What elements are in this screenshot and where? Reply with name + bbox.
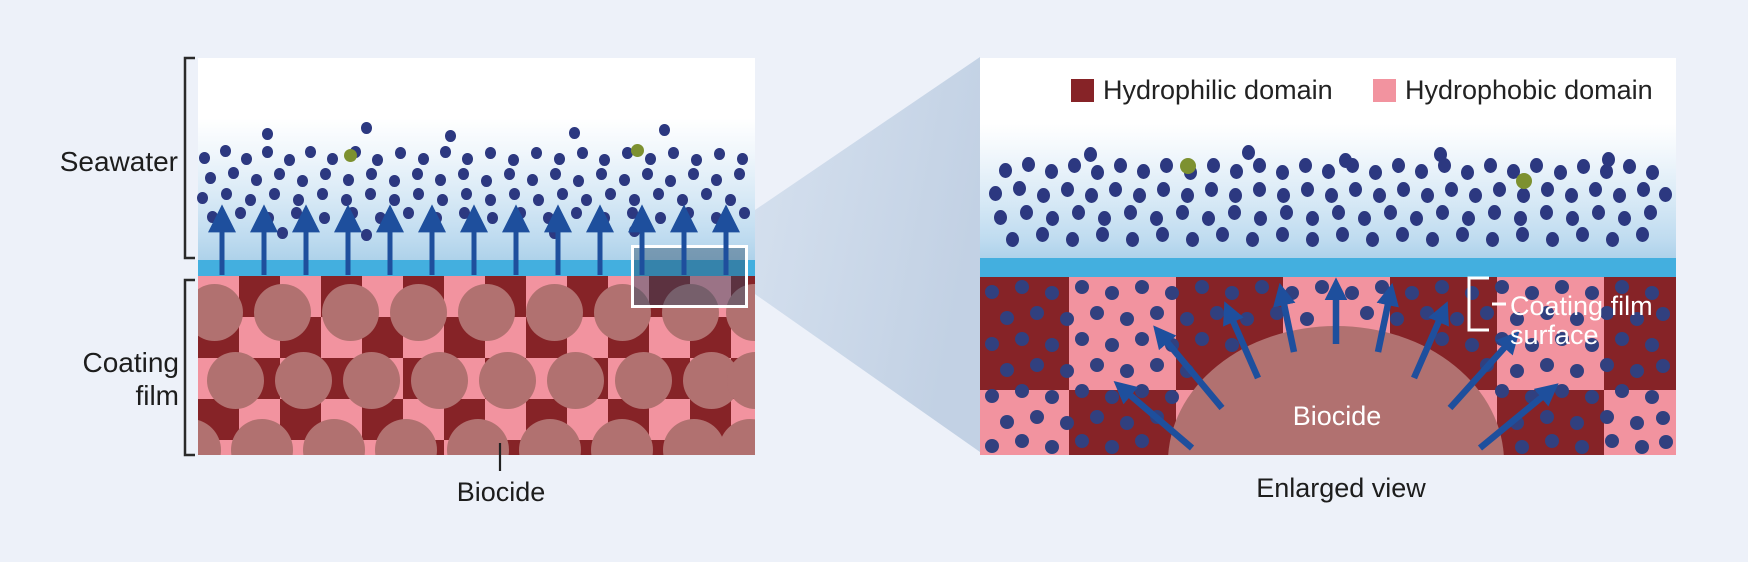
biocide-particle [206, 351, 264, 409]
enlarged-view-panel: Hydrophilic domain Hydrophobic domain [980, 58, 1676, 455]
legend-item-hydrophobic: Hydrophobic domain [1373, 75, 1653, 105]
biocide-particle [478, 351, 536, 409]
coating-film-label: Coating film [38, 346, 179, 412]
seawater-zone-left [198, 58, 755, 260]
legend-label-hydrophobic: Hydrophobic domain [1405, 74, 1653, 105]
biocide-particle [525, 283, 583, 341]
coating-film-surface-label: Coating film surface [1510, 292, 1653, 350]
legend: Hydrophilic domain Hydrophobic domain [980, 75, 1676, 105]
hydrophobic-swatch [1373, 78, 1396, 102]
water-surface-band-left [198, 260, 755, 276]
biocide-label-right: Biocide [1292, 401, 1382, 431]
biocide-particle [253, 283, 311, 341]
biocide-particle [457, 283, 515, 341]
biocide-particle [321, 283, 379, 341]
enlarged-view-caption: Enlarged view [1256, 473, 1426, 503]
biocide-particle [389, 283, 447, 341]
biocide-particle [198, 283, 243, 341]
water-surface-band-right [980, 258, 1676, 277]
legend-item-hydrophilic: Hydrophilic domain [1071, 75, 1333, 105]
coating-film-surface-line1: Coating film [1510, 291, 1653, 321]
biocide-particle [546, 351, 604, 409]
biocide-label-left: Biocide [456, 477, 546, 507]
biocide-particle [614, 351, 672, 409]
biocide-particle [410, 351, 468, 409]
legend-label-hydrophilic: Hydrophilic domain [1103, 74, 1333, 105]
biocide-particle [342, 351, 400, 409]
zoom-source-rectangle [631, 245, 748, 308]
coating-film-surface-line2: surface [1510, 320, 1599, 350]
seawater-label: Seawater [59, 146, 178, 177]
zoom-trapezoid [752, 57, 980, 452]
biocide-particle [274, 351, 332, 409]
biocide-particle [661, 283, 719, 341]
hydrophilic-swatch [1071, 78, 1094, 102]
biocide-particle [593, 283, 651, 341]
coating-film-label-line1: Coating [82, 347, 179, 378]
coating-film-label-line2: film [135, 380, 179, 411]
